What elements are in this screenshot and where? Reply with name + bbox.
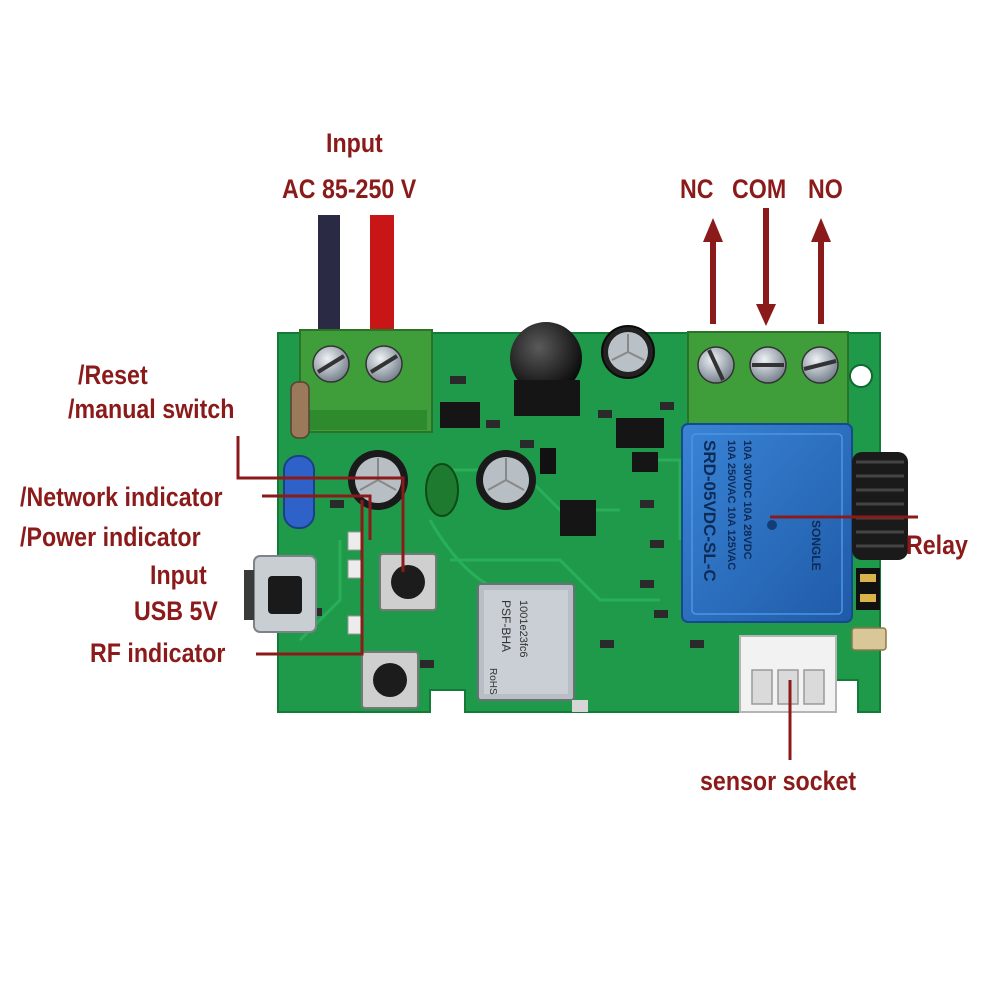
com-label: COM <box>732 174 787 204</box>
safety-capacitor <box>283 455 315 529</box>
green-inductor <box>425 463 459 517</box>
relay-arrows <box>703 208 831 326</box>
reset-label: /Reset <box>78 360 148 390</box>
nc-label: NC <box>680 174 714 204</box>
antenna-coil <box>852 452 908 560</box>
power-indicator-label: /Power indicator <box>20 522 201 552</box>
relay-rating-2: 10A 30VDC 10A 28VDC <box>741 440 753 560</box>
rf-led <box>347 615 363 635</box>
manual-switch-label: /manual switch <box>68 394 235 424</box>
no-label: NO <box>808 174 843 204</box>
mounting-hole <box>849 364 873 388</box>
input-ac-title: Input <box>326 128 383 158</box>
smd-chip <box>560 500 596 536</box>
sensor-socket-label: sensor socket <box>700 766 857 796</box>
network-led <box>347 531 363 551</box>
annotation-lines <box>236 436 918 760</box>
crystal <box>851 627 887 651</box>
rf-indicator-label: RF indicator <box>90 638 226 668</box>
relay-label: Relay <box>906 530 968 560</box>
module-mark-3: RoHS <box>487 668 498 695</box>
relay-model-mark: SRD-05VDC-SL-C <box>700 440 719 582</box>
network-indicator-label: /Network indicator <box>20 482 223 512</box>
neutral-wire <box>318 215 340 340</box>
large-capacitor <box>510 322 582 394</box>
smd-parts <box>308 376 704 668</box>
module-mark-1: PSF-BHA <box>499 600 513 652</box>
smd-chip <box>632 452 658 472</box>
relay-rating-1: 10A 250VAC 10A 125VAC <box>725 440 737 570</box>
live-wire <box>370 215 394 340</box>
input-ac-range: AC 85-250 V <box>282 174 417 204</box>
power-led <box>347 559 363 579</box>
module-mark-2: 1001e23fc6 <box>517 600 529 658</box>
input-usb-voltage: USB 5V <box>134 596 218 626</box>
input-usb-title: Input <box>150 560 207 590</box>
fuse-resistor <box>290 381 310 439</box>
smd-chip <box>440 402 480 428</box>
smd-chip <box>616 418 664 448</box>
relay-brand-mark: SONGLE <box>809 520 823 571</box>
